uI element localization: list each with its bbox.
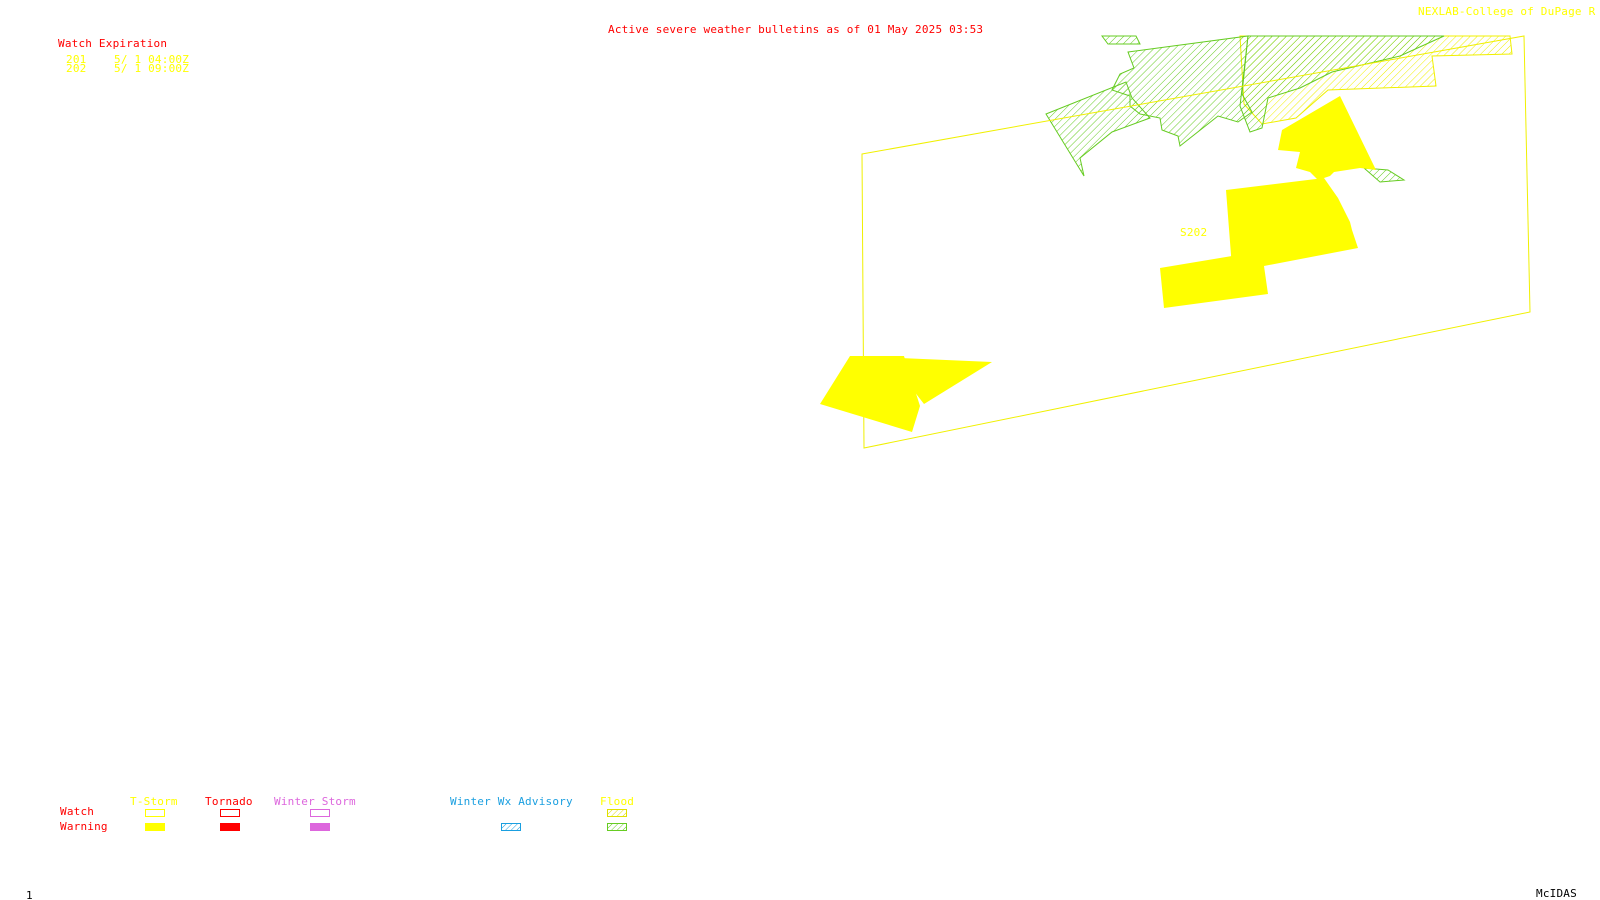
- tstorm-warning-area: [1160, 256, 1268, 308]
- legend-row-warning: Warning: [60, 820, 108, 833]
- legend-label-tornado: Tornado: [205, 795, 253, 808]
- watch-number: 201: [66, 53, 87, 66]
- legend-flood-watch-swatch: [607, 809, 627, 817]
- watch-box-label: S202: [1180, 226, 1208, 239]
- legend-tstorm-watch-swatch: [145, 809, 165, 817]
- legend-flood-warning-swatch: [607, 823, 627, 831]
- bulletin-title: Active severe weather bulletins as of 01…: [608, 23, 984, 36]
- legend-winter-storm-watch-swatch: [310, 809, 330, 817]
- watch-box-s202: [861, 35, 1531, 449]
- legend-winter-advisory-swatch: [501, 823, 521, 831]
- flood-warning-area: [1111, 35, 1253, 147]
- legend-label-tstorm: T-Storm: [130, 795, 178, 808]
- legend-tornado-watch-swatch: [220, 809, 240, 817]
- flood-warning-area: [1362, 167, 1406, 183]
- watch-expires: 5/ 1 09:00Z: [114, 62, 190, 75]
- tstorm-warning-area: [1278, 96, 1376, 180]
- watch-number: 202: [66, 62, 87, 75]
- legend-row-watch: Watch: [60, 805, 95, 818]
- flood-warning-area: [1045, 81, 1151, 177]
- tstorm-warning-area: [900, 358, 992, 404]
- watch-expires: 5/ 1 04:00Z: [114, 53, 190, 66]
- watch-expiration-heading: Watch Expiration: [58, 37, 168, 50]
- flood-warning-area: [1101, 35, 1141, 45]
- credit-label: NEXLAB-College of DuPage R: [1418, 5, 1596, 18]
- software-label: McIDAS: [1536, 887, 1577, 900]
- frame-number: 1: [26, 889, 33, 900]
- flood-warning-area: [1239, 35, 1445, 133]
- tstorm-warning-area: [1226, 178, 1358, 268]
- legend-label-winter-storm: Winter Storm: [274, 795, 356, 808]
- legend-tornado-warning-swatch: [220, 823, 240, 831]
- legend-tstorm-warning-swatch: [145, 823, 165, 831]
- legend-label-winter-advisory: Winter Wx Advisory: [450, 795, 573, 808]
- tstorm-warning-area: [820, 356, 920, 432]
- legend-label-flood: Flood: [600, 795, 635, 808]
- legend-winter-storm-warning-swatch: [310, 823, 330, 831]
